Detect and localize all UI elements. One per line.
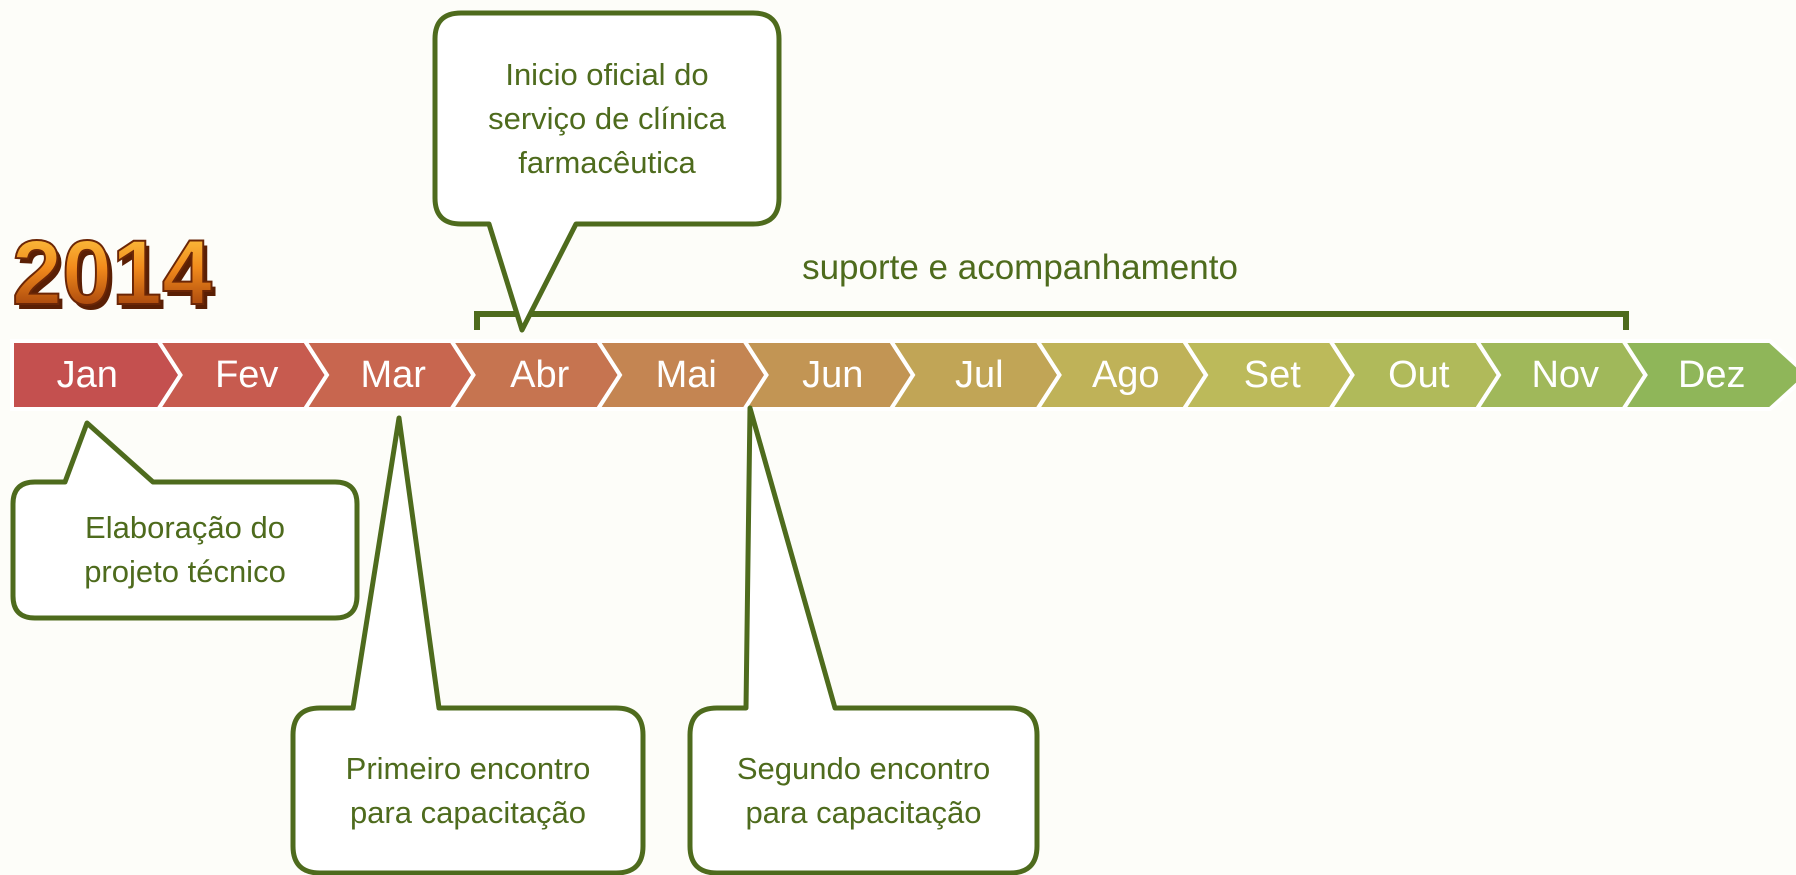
month-label: Fev [215, 354, 278, 396]
month-set: Set [1180, 339, 1355, 411]
svg-text:2014: 2014 [12, 222, 212, 324]
month-label: Set [1244, 354, 1301, 396]
month-abr: Abr [447, 339, 623, 411]
month-ago: Ago [1033, 339, 1209, 411]
month-label: Mar [361, 354, 427, 396]
month-dez: Dez [1619, 339, 1796, 411]
callout-primeiro-encontro-label: Primeiro encontro para capacitação [345, 750, 591, 830]
month-label: Jul [955, 354, 1004, 396]
month-label: Jan [57, 354, 118, 396]
month-label: Out [1388, 354, 1450, 396]
callout-inicio-oficial-text: Inicio oficial do serviço de clínica far… [435, 35, 779, 203]
month-out: Out [1326, 339, 1502, 411]
callout-inicio-oficial-shape [432, 10, 782, 333]
support-bracket [474, 311, 1629, 330]
month-chevron-shape [1619, 339, 1796, 411]
callout-segundo-encontro-text: Segundo encontro para capacitação [690, 708, 1037, 873]
callout-segundo-encontro-label: Segundo encontro para capacitação [736, 750, 991, 830]
month-nov: Nov [1473, 339, 1648, 411]
month-label: Nov [1531, 354, 1599, 396]
callout-elaboracao-label: Elaboração do projeto técnico [84, 510, 286, 589]
month-chevrons: Jan Fev Mar Abr Mai Jun Jul Ago Set Out Nov Dez [10, 339, 1796, 411]
bracket-label: suporte e acompanhamento [802, 248, 1238, 287]
callout-segundo-encontro-shape [687, 405, 1040, 875]
month-label: Mai [656, 354, 717, 396]
month-label: Abr [510, 354, 569, 396]
month-jun: Jun [740, 339, 916, 411]
year-logo: 2014 2014 [11, 221, 216, 329]
month-label: Ago [1092, 354, 1160, 396]
month-label: Jun [802, 354, 863, 396]
month-mai: Mai [594, 339, 769, 411]
svg-text:2014: 2014 [16, 227, 216, 329]
month-label: Dez [1678, 354, 1746, 396]
month-mar: Mar [301, 339, 476, 411]
callout-elaboracao-text: Elaboração do projeto técnico [13, 482, 357, 618]
month-fev: Fev [154, 339, 330, 411]
callout-inicio-oficial-label: Inicio oficial do serviço de clínica far… [488, 57, 726, 180]
callout-elaboracao-shape [10, 420, 360, 621]
month-jul: Jul [887, 339, 1062, 411]
callout-primeiro-encontro-shape [290, 415, 646, 875]
month-jan: Jan [10, 339, 183, 411]
callout-primeiro-encontro-text: Primeiro encontro para capacitação [293, 708, 643, 873]
